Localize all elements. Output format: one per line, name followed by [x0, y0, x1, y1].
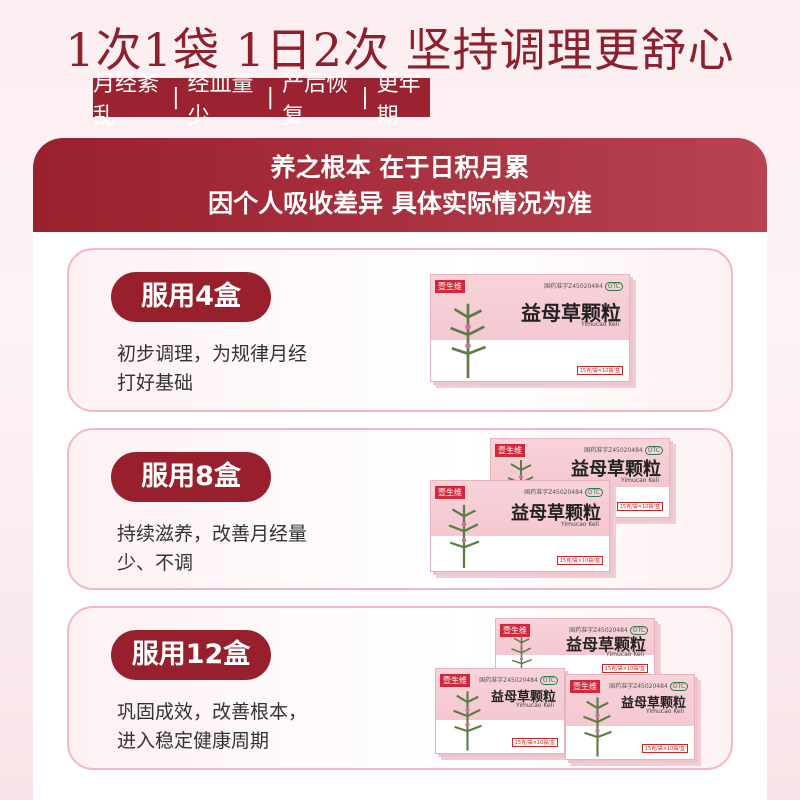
brand-logo: 壹生维 — [570, 680, 600, 693]
panel-header: 养之根本 在于日积月累 因个人吸收差异 具体实际情况为准 — [33, 138, 767, 232]
reg-text: 国药准字Z45020484 — [479, 677, 538, 684]
otc-badge: OTC — [539, 676, 558, 685]
tag-separator: | — [266, 85, 275, 110]
reg-text: 国药准字Z45020484 — [569, 627, 628, 634]
product-pinyin: Yimucao Keli — [516, 701, 554, 709]
otc-badge: OTC — [584, 488, 603, 497]
tag: 更年期 — [376, 71, 421, 129]
otc-badge: OTC — [629, 626, 648, 635]
panel-line2: 因个人吸收差异 具体实际情况为准 — [208, 189, 592, 218]
product-name: 益母草颗粒 — [511, 503, 601, 525]
product-pinyin: Yimucao Keli — [561, 521, 599, 528]
desc-line: 少、不调 — [117, 552, 194, 574]
desc-line: 持续滋养，改善月经量 — [117, 523, 308, 545]
product-name: 益母草颗粒 — [571, 459, 661, 480]
package-spec: 15克/袋×10袋/盒 — [556, 556, 603, 565]
box-label-area — [431, 536, 609, 571]
reg-text: 国药准字Z45020484 — [544, 283, 603, 290]
otc-badge: OTC — [644, 446, 663, 455]
plan-description: 巩固成效，改善根本， 进入稳定健康周期 — [117, 698, 307, 756]
motherwort-plant-icon — [449, 303, 487, 378]
package-spec: 15克/袋×10袋/盒 — [616, 502, 663, 511]
desc-line: 打好基础 — [117, 372, 194, 394]
product-pinyin: Yimucao Keli — [621, 476, 659, 484]
brand-logo: 壹生维 — [435, 486, 465, 499]
plan-description: 持续滋养，改善月经量少、不调 — [117, 520, 307, 578]
desc-line: 巩固成效，改善根本， — [117, 701, 308, 723]
product-name: 益母草颗粒 — [620, 696, 686, 712]
tag: 月经紊乱 — [93, 71, 160, 129]
dosage-panel: 养之根本 在于日积月累 因个人吸收差异 具体实际情况为准 服用4盒 初步调理，为… — [33, 138, 767, 800]
motherwort-plant-icon — [583, 697, 612, 757]
brand-logo: 壹生维 — [500, 624, 530, 637]
reg-text: 国药准字Z45020484 — [524, 489, 583, 496]
motherwort-plant-icon — [448, 505, 480, 569]
plan-label: 服用8盒 — [111, 452, 271, 502]
desc-line: 进入稳定健康周期 — [117, 730, 270, 752]
indication-tags: 月经紊乱 | 经血量少 | 产后恢复 | 更年期 — [93, 72, 430, 129]
tag-separator: | — [172, 85, 180, 110]
product-name: 益母草颗粒 — [521, 300, 621, 325]
otc-badge: OTC — [669, 682, 688, 691]
plan-description: 初步调理，为规律月经打好基础 — [117, 340, 307, 398]
plan-label: 服用4盒 — [111, 272, 271, 322]
reg-text: 国药准字Z45020484 — [609, 683, 668, 690]
package-spec: 15克/袋×10袋/盒 — [576, 366, 623, 375]
brand-logo: 壹生维 — [495, 444, 525, 457]
motherwort-plant-icon — [453, 691, 482, 751]
desc-line: 初步调理，为规律月经 — [117, 343, 308, 365]
headline: 1次1袋 1日2次 坚持调理更舒心 — [65, 23, 735, 77]
product-name: 益母草颗粒 — [490, 690, 556, 706]
package-spec: 15克/袋×10袋/盒 — [601, 664, 648, 673]
package-spec: 15克/袋×10袋/盒 — [641, 744, 688, 753]
box-label-area — [436, 720, 564, 753]
product-pinyin: Yimucao Keli — [606, 650, 644, 658]
motherwort-plant-icon — [511, 635, 532, 678]
brand-logo: 壹生维 — [440, 674, 470, 687]
brand-logo: 壹生维 — [435, 280, 465, 293]
package-spec: 15克/袋×10袋/盒 — [511, 738, 558, 747]
tag: 经血量少 — [187, 71, 254, 129]
otc-badge: OTC — [604, 282, 623, 291]
box-label-area — [566, 726, 694, 759]
panel-line1: 养之根本 在于日积月累 — [270, 153, 530, 182]
tag: 产后恢复 — [282, 71, 349, 129]
product-pinyin: Yimucao Keli — [581, 320, 619, 328]
product-pinyin: Yimucao Keli — [646, 707, 684, 715]
reg-text: 国药准字Z45020484 — [584, 447, 643, 454]
product-name: 益母草颗粒 — [565, 635, 646, 655]
plan-label: 服用12盒 — [111, 630, 271, 680]
plan-card: 服用12盒 巩固成效，改善根本， 进入稳定健康周期 壹生维 国药准字Z450204… — [67, 606, 733, 770]
tag-separator: | — [361, 85, 369, 110]
